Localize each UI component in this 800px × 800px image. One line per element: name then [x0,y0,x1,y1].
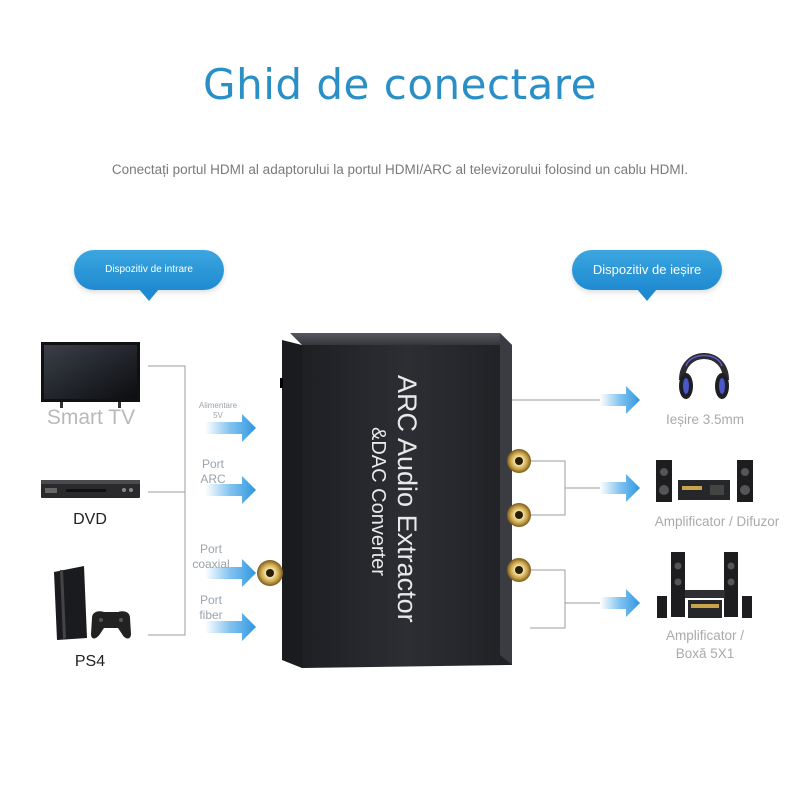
device-label-headphone-out: Ieșire 3.5mm [665,412,745,427]
speaker-system-icon [656,460,753,502]
device-label-ps4: PS4 [74,653,106,670]
port-label-fiber: Port fiber [199,593,223,622]
input-device-bubble: Dispozitiv de intrare [74,250,224,301]
output-arrows [600,386,640,617]
arrow-icon [600,589,640,617]
rca-jack-icon [507,503,531,527]
ps4-console-icon [54,566,131,640]
arrow-icon [205,613,256,641]
device-name-line1: ARC Audio Extractor [392,375,422,623]
page-subtitle: Conectați portul HDMI al adaptorului la … [111,162,689,177]
device-label-smart-tv: Smart TV [46,406,136,429]
output-connector-lines [512,399,600,629]
device-label-dvd: DVD [73,511,107,528]
arrow-icon [205,559,256,587]
port-label-coaxial: Port coaxial [192,542,230,571]
arrow-icon [205,476,256,504]
rca-jack-icon [507,558,531,582]
page-title: Ghid de conectare [203,60,597,109]
device-label-home-theater: Amplificator / Boxă 5X1 [665,628,745,661]
port-label-power: Alimentare 5V [198,401,238,420]
arrow-icon [205,414,256,442]
tv-icon [41,342,140,408]
input-connector-lines [148,365,186,636]
coaxial-jack-icon [257,560,283,586]
arrow-icon [600,386,640,414]
device-name-line2: &DAC Converter [367,427,389,576]
arrow-icon [600,474,640,502]
output-device-bubble: Dispozitiv de ieșire [572,250,722,301]
rca-jack-icon [507,449,531,473]
dvd-player-icon [41,480,140,498]
home-theater-icon [657,552,752,618]
port-label-arc: Port ARC [200,457,226,486]
headphones-icon [679,353,729,399]
device-label-amplifier-speaker: Amplificator / Difuzor [654,514,780,529]
input-arrows [205,414,256,641]
audio-extractor-device [280,333,512,668]
